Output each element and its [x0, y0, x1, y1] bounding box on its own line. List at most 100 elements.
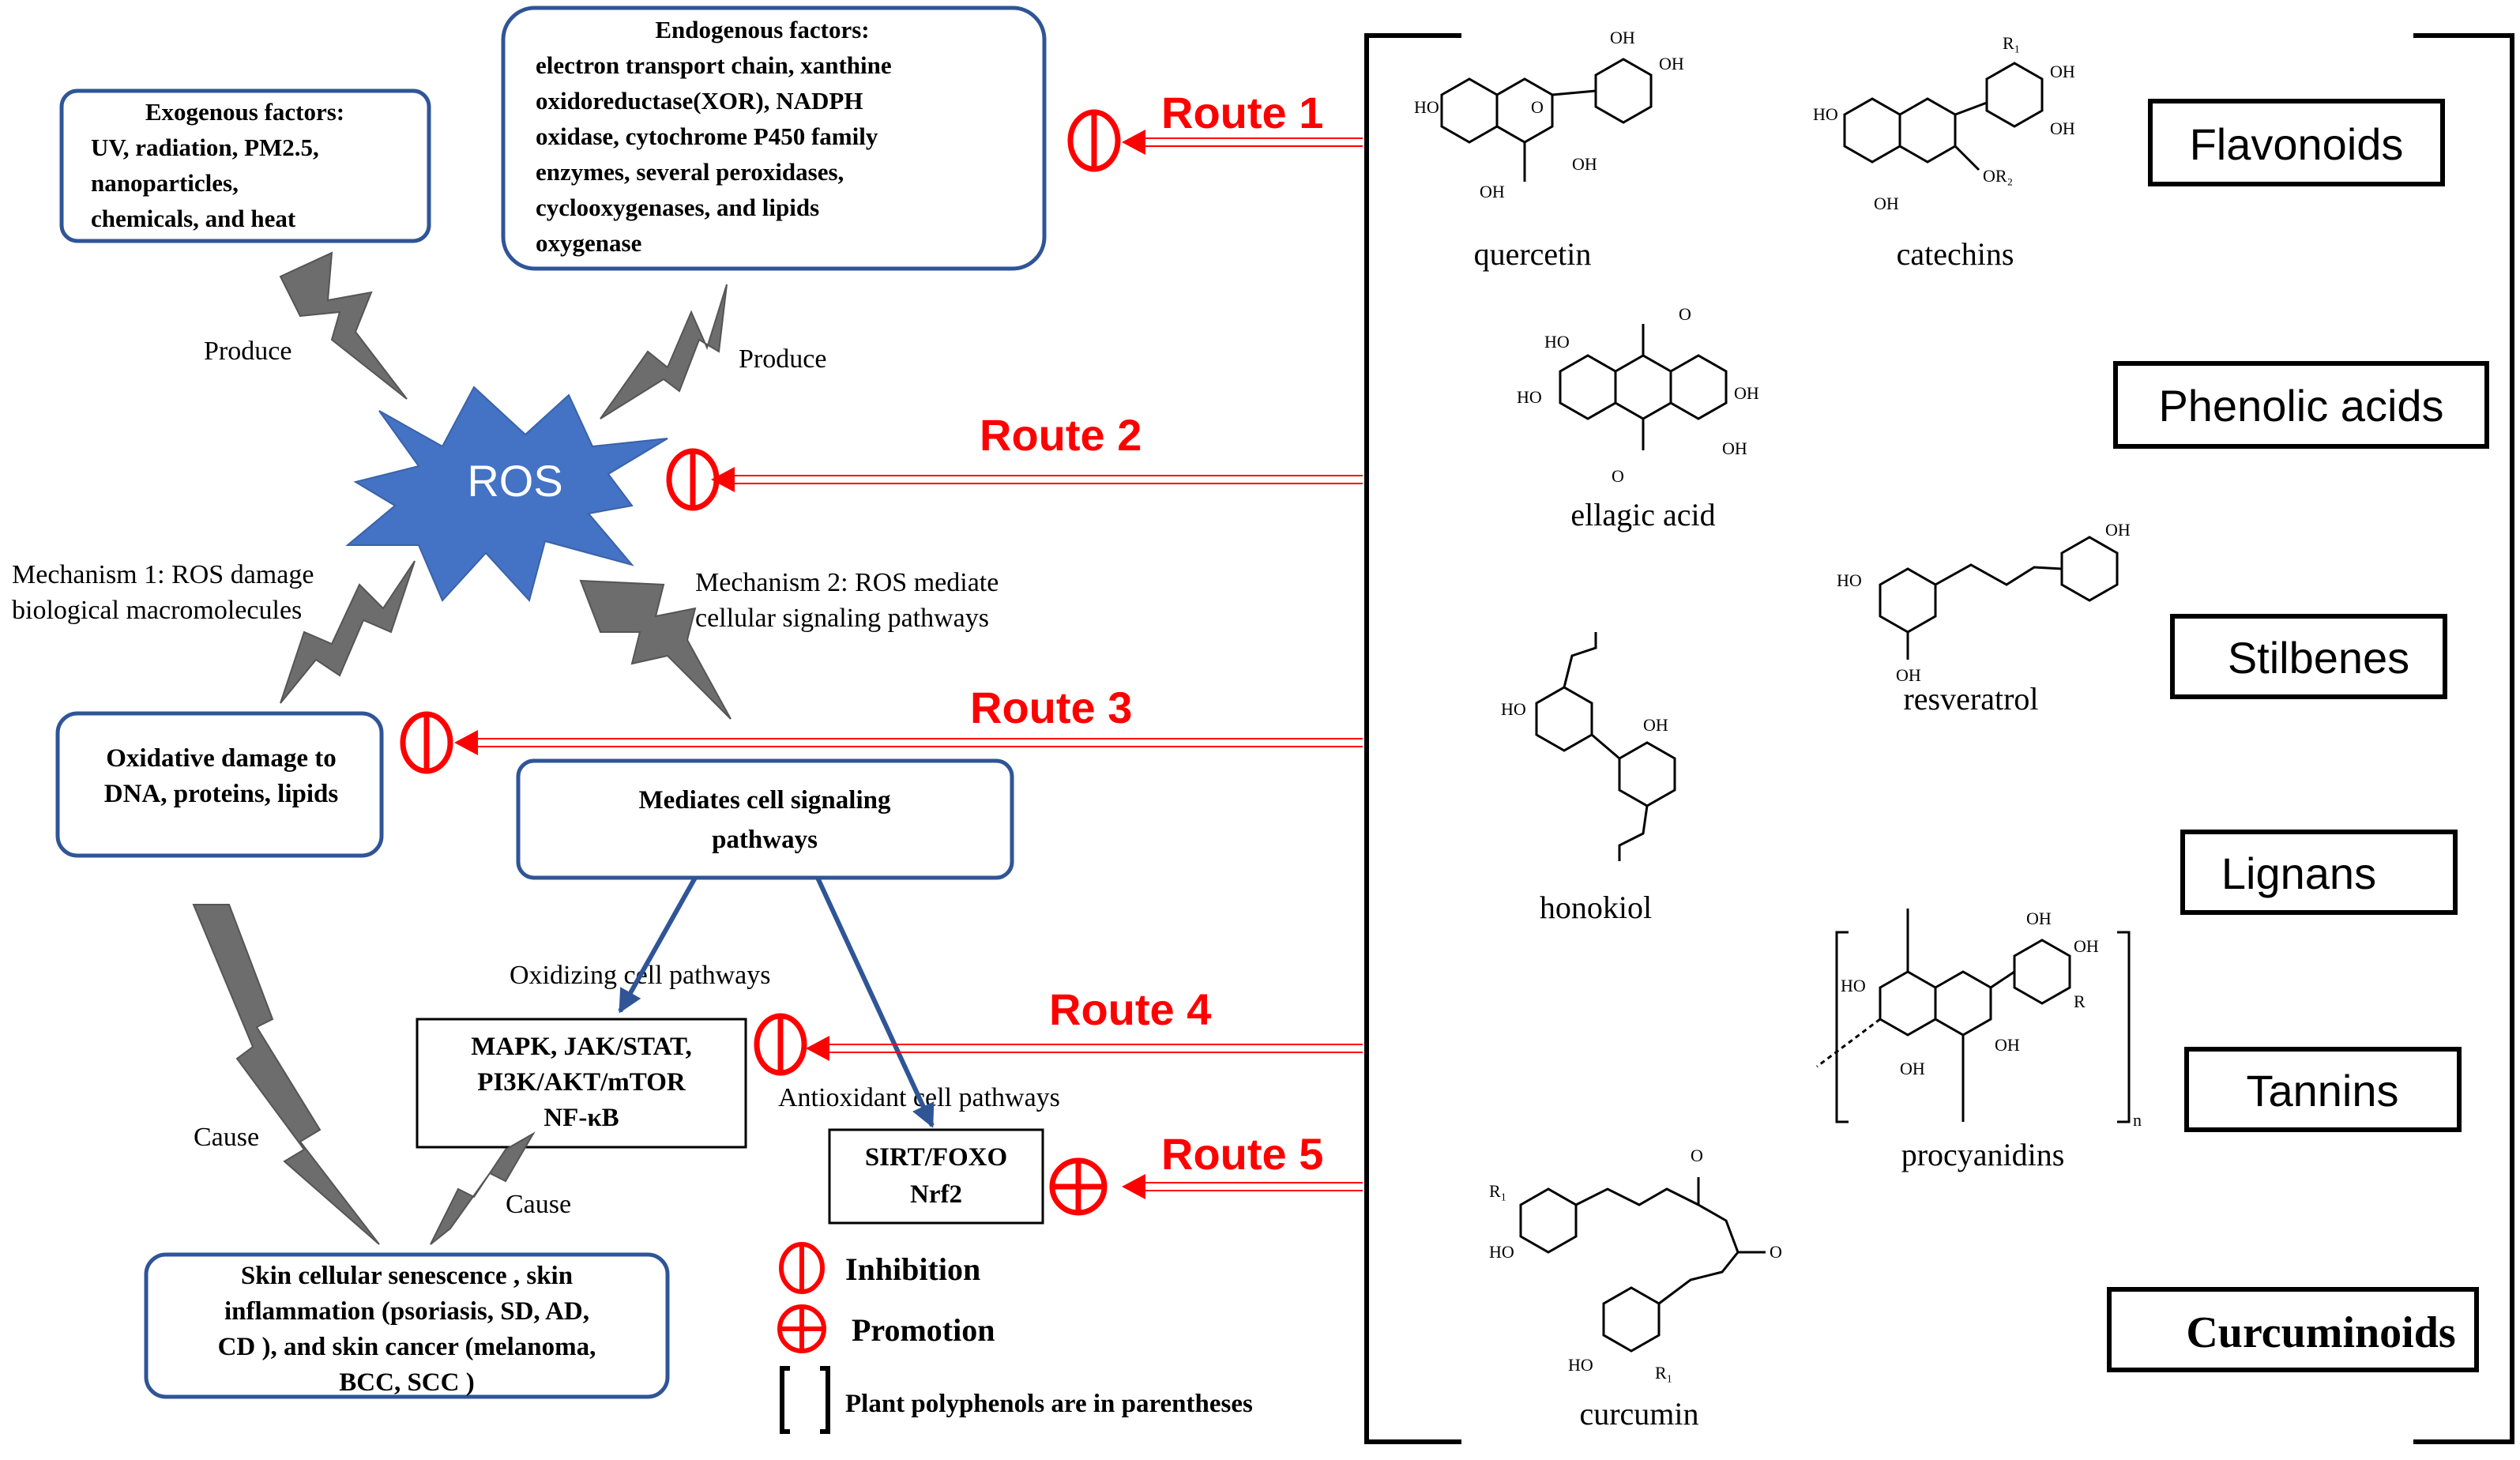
- svg-text:O: O: [1679, 304, 1691, 324]
- class-tannins: Tannins: [2184, 1047, 2462, 1132]
- inhibition-icon: [1067, 109, 1121, 172]
- svg-text:OH: OH: [1480, 182, 1505, 201]
- skin-line: inflammation (psoriasis, SD, AD,: [224, 1297, 589, 1326]
- quercetin-label: quercetin: [1474, 236, 1592, 272]
- svg-text:O: O: [1612, 466, 1624, 486]
- mapk-box: MAPK, JAK/STAT, PI3K/AKT/mTOR NF-κB: [416, 1018, 747, 1149]
- inhibition-icon: [666, 448, 720, 511]
- signaling-line: Mediates cell signaling: [639, 786, 891, 815]
- procyanidins-label: procyanidins: [1901, 1137, 2065, 1172]
- cause-label: Cause: [506, 1190, 571, 1219]
- lightning-bolt-icon: [192, 904, 380, 1245]
- ellagic-acid-label: ellagic acid: [1570, 497, 1715, 532]
- svg-text:Phenolic acids: Phenolic acids: [2158, 381, 2443, 431]
- resveratrol-structure: HO OH OH: [1837, 520, 2131, 685]
- svg-text:Curcuminoids: Curcuminoids: [2186, 1308, 2455, 1357]
- svg-text:Tannins: Tannins: [2246, 1066, 2398, 1116]
- oxidative-line: Oxidative damage to: [106, 744, 336, 773]
- svg-text:R: R: [2074, 992, 2086, 1011]
- skin-line: CD ), and skin cancer (melanoma,: [218, 1333, 596, 1361]
- svg-text:Stilbenes: Stilbenes: [2228, 633, 2409, 683]
- skin-line: Skin cellular senescence , skin: [241, 1262, 573, 1290]
- class-phenolic-acids: Phenolic acids: [2113, 361, 2489, 449]
- route-label: Route 2: [980, 410, 1142, 460]
- mapk-line: NF-κB: [543, 1104, 619, 1132]
- catechins-structure: HO OH OR₂ R₁ OH OH: [1813, 33, 2075, 213]
- skin-outcome-box: Skin cellular senescence , skin inflamma…: [144, 1252, 670, 1399]
- route-label: Route 5: [1161, 1129, 1323, 1179]
- lightning-bolt-icon: [280, 560, 416, 704]
- ros-label: ROS: [467, 456, 562, 506]
- class-curcuminoids: Curcuminoids: [2107, 1287, 2479, 1372]
- signaling-box: Mediates cell signaling pathways: [516, 758, 1014, 880]
- svg-text:OH: OH: [1659, 54, 1684, 73]
- legend: Inhibition Promotion Plant polyphenols a…: [777, 1242, 1253, 1434]
- antioxidant-arrow: [815, 876, 935, 1128]
- promotion-icon: [777, 1304, 826, 1353]
- svg-text:OH: OH: [1874, 194, 1899, 213]
- route-label: Route 4: [1049, 984, 1211, 1034]
- mechanism1-label: Mechanism 1: ROS damage: [12, 560, 314, 589]
- svg-text:O: O: [1770, 1242, 1782, 1262]
- svg-text:OH: OH: [1610, 28, 1635, 47]
- svg-text:OH: OH: [1900, 1059, 1925, 1078]
- polyphenol-bracket: [1364, 33, 2514, 1444]
- route-5: Route 5: [1049, 1129, 1363, 1216]
- oxidative-line: DNA, proteins, lipids: [104, 780, 339, 808]
- endogenous-line: oxygenase: [536, 229, 641, 257]
- svg-text:HO: HO: [1837, 570, 1862, 590]
- exogenous-line: chemicals, and heat: [91, 205, 296, 232]
- svg-text:O: O: [1691, 1146, 1703, 1165]
- exogenous-title: Exogenous factors:: [145, 98, 344, 126]
- svg-text:OH: OH: [1995, 1035, 2020, 1055]
- honokiol-structure: HO OH: [1501, 632, 1676, 861]
- svg-text:OR₂: OR₂: [1983, 166, 2013, 186]
- bracket-icon: [780, 1366, 830, 1434]
- endogenous-line: cyclooxygenases, and lipids: [536, 194, 819, 221]
- svg-text:HO: HO: [1841, 976, 1866, 995]
- mapk-line: MAPK, JAK/STAT,: [471, 1033, 692, 1061]
- svg-text:OH: OH: [2026, 909, 2052, 928]
- route-1: Route 1: [1067, 88, 1363, 172]
- svg-text:HO: HO: [1414, 97, 1439, 117]
- quercetin-structure: HO OH OH OH OH O: [1414, 28, 1684, 201]
- endogenous-box: Endogenous factors: electron transport c…: [501, 6, 1047, 271]
- resveratrol-label: resveratrol: [1903, 681, 2038, 717]
- svg-text:OH: OH: [1722, 438, 1747, 458]
- svg-text:Flavonoids: Flavonoids: [2190, 119, 2404, 169]
- exogenous-line: nanoparticles,: [91, 169, 239, 197]
- svg-text:HO: HO: [1489, 1242, 1514, 1262]
- lightning-bolt-icon: [600, 284, 728, 420]
- svg-text:n: n: [2133, 1110, 2142, 1130]
- svg-text:OH: OH: [2050, 119, 2075, 138]
- cause-label: Cause: [194, 1123, 259, 1152]
- endogenous-line: oxidase, cytochrome P450 family: [536, 122, 878, 150]
- inhibition-icon: [400, 711, 453, 774]
- signaling-line: pathways: [712, 826, 818, 854]
- oxidizing-arrow: [618, 876, 698, 1014]
- svg-text:OH: OH: [2050, 62, 2075, 81]
- svg-text:R₁: R₁: [1489, 1181, 1506, 1201]
- svg-text:OH: OH: [1643, 715, 1668, 735]
- mapk-line: PI3K/AKT/mTOR: [477, 1068, 686, 1097]
- svg-text:OH: OH: [2105, 520, 2131, 540]
- svg-text:O: O: [1531, 97, 1544, 117]
- svg-text:OH: OH: [2074, 936, 2099, 956]
- svg-text:HO: HO: [1813, 104, 1838, 124]
- svg-text:HO: HO: [1544, 332, 1570, 352]
- lightning-bolt-icon: [579, 579, 732, 720]
- endogenous-line: electron transport chain, xanthine: [536, 51, 892, 79]
- sirt-line: SIRT/FOXO: [865, 1143, 1007, 1172]
- exogenous-line: UV, radiation, PM2.5,: [91, 134, 319, 161]
- mechanism1-label: biological macromolecules: [12, 596, 302, 625]
- promotion-icon: [1049, 1157, 1108, 1216]
- inhibition-icon: [779, 1242, 825, 1294]
- svg-text:HO: HO: [1501, 699, 1526, 719]
- skin-line: BCC, SCC ): [339, 1368, 474, 1397]
- class-lignans: Lignans: [2180, 830, 2458, 915]
- curcumin-label: curcumin: [1579, 1396, 1698, 1432]
- endogenous-title: Endogenous factors:: [655, 16, 869, 43]
- ellagic-acid-structure: HO HO OH OH O O: [1517, 304, 1759, 486]
- inhibition-icon: [754, 1013, 807, 1076]
